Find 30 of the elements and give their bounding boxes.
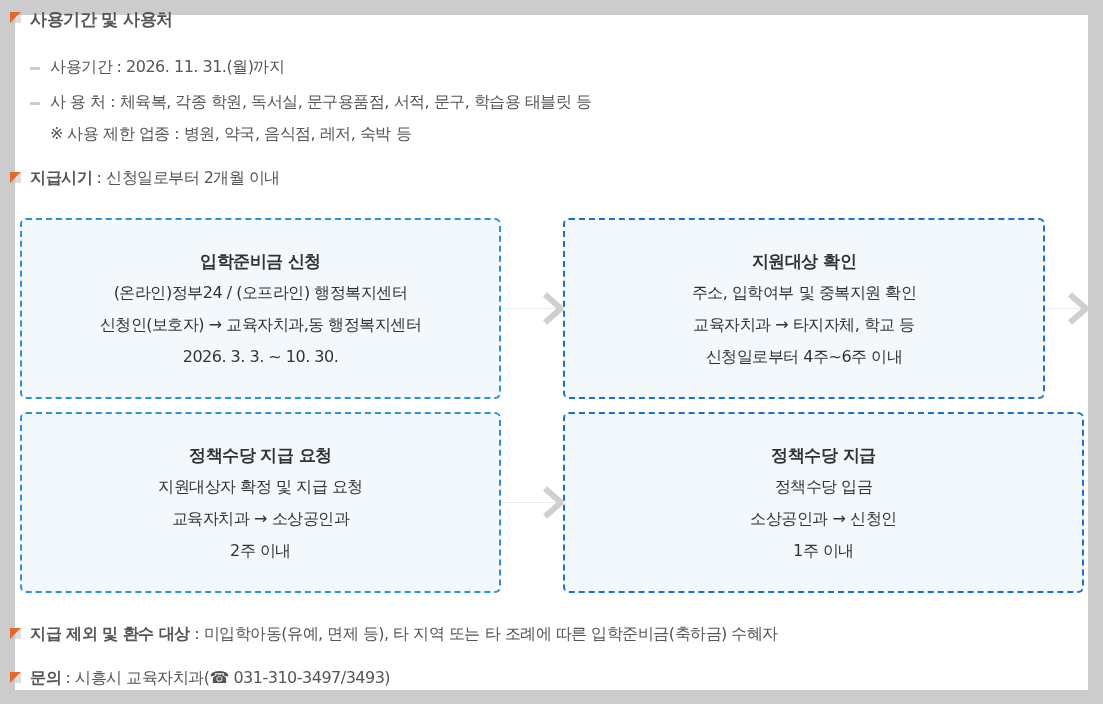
- step-detail: 교육자치과 → 소상공인과: [171, 507, 350, 530]
- step-box: [20, 218, 501, 399]
- info-text: 사 용 처 : 체육복, 각종 학원, 독서실, 문구용품점, 서적, 문구, 학습용 태블릿 등: [50, 92, 592, 113]
- section-heading: 사용기간 및 사용처: [30, 8, 173, 31]
- step-detail: 2026. 3. 3. ~ 10. 30.: [182, 345, 339, 368]
- info-text: ※ 사용 제한 업종 : 병원, 약국, 음식점, 레저, 숙박 등: [50, 124, 411, 145]
- step-title: 정책수당 지급: [771, 443, 876, 467]
- step-box: [563, 412, 1084, 593]
- step-detail: 소상공인과 → 신청인: [750, 507, 897, 530]
- info-text: 문의 : 시흥시 교육자치과(☎ 031-310-3497/3493): [30, 668, 391, 689]
- step-box: [563, 218, 1045, 399]
- step-detail: 2주 이내: [230, 539, 291, 562]
- step-title: 정책수당 지급 요청: [189, 443, 332, 467]
- info-text: 사용기간 : 2026. 11. 31.(월)까지: [50, 57, 285, 78]
- step-detail: 교육자치과 → 타지자체, 학교 등: [693, 313, 915, 336]
- step-detail: 주소, 입학여부 및 중복지원 확인: [691, 281, 917, 304]
- step-title: 입학준비금 신청: [200, 249, 321, 273]
- step-detail: 1주 이내: [793, 539, 854, 562]
- step-detail: 신청일로부터 4주~6주 이내: [705, 345, 903, 368]
- chevron-arrow: [500, 485, 564, 520]
- chevron-arrow: [1044, 291, 1089, 326]
- step-detail: 정책수당 입금: [774, 475, 873, 498]
- step-detail: 지원대상자 확정 및 지급 요청: [158, 475, 363, 498]
- step-detail: (온라인)정부24 / (오프라인) 행정복지센터: [113, 281, 408, 304]
- step-title: 지원대상 확인: [751, 249, 857, 273]
- info-text: 지급 제외 및 환수 대상 : 미입학아동(유예, 면제 등), 타 지역 또는 타 조례에 따른 입학준비금(축하금) 수혜자: [30, 624, 778, 645]
- step-detail: 신청인(보호자) → 교육자치과,동 행정복지센터: [99, 313, 422, 336]
- info-text: 지급시기 : 신청일로부터 2개월 이내: [30, 168, 280, 189]
- step-box: [20, 412, 501, 593]
- chevron-arrow: [500, 291, 564, 326]
